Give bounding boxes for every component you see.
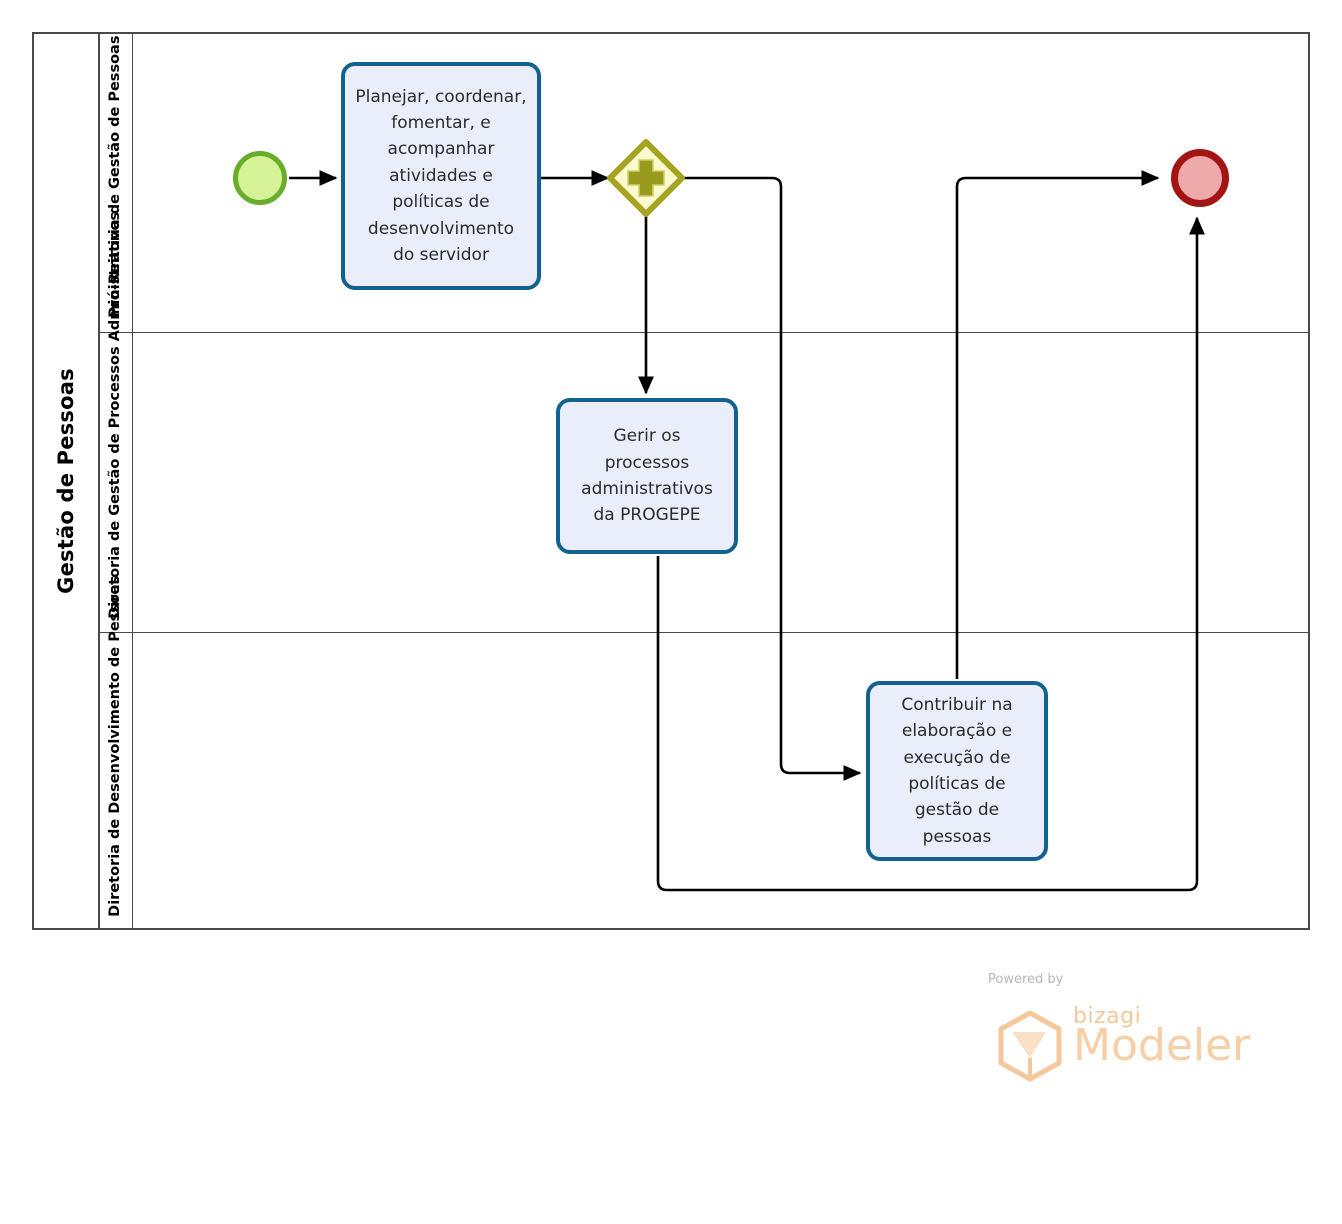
lane-label-desenvolvimento: Diretoria de Desenvolvimento de Pessoas [107,575,124,917]
end-event[interactable] [1171,149,1229,207]
watermark-product: Modeler [1073,1020,1251,1071]
task-contribuir-label: Contribuir na elaboração e execução de p… [901,694,1013,847]
pool-title: Gestão de Pessoas [54,368,78,594]
watermark-powered-by: Powered by [988,972,1064,987]
task-planejar-label: Planejar, coordenar, fomentar, e acompan… [355,86,527,265]
lane-pro-reitoria[interactable]: Pró-Reitoria de Gestão de Pessoas [100,34,1310,332]
task-planejar[interactable]: Planejar, coordenar, fomentar, e acompan… [341,62,541,290]
lane-header-gestao-processos: Diretoria de Gestão de Processos Adminis… [100,212,133,632]
pool-header: Gestão de Pessoas [34,34,100,928]
lane-desenvolvimento[interactable]: Diretoria de Desenvolvimento de Pessoas [100,575,1310,928]
task-gerir[interactable]: Gerir os processos administrativos da PR… [556,398,738,554]
lane-header-pro-reitoria: Pró-Reitoria de Gestão de Pessoas [100,34,133,332]
start-event[interactable] [233,151,287,205]
bizagi-hexagon-logo-icon [998,1010,1062,1082]
lane-header-desenvolvimento: Diretoria de Desenvolvimento de Pessoas [100,575,133,928]
parallel-gateway[interactable] [606,138,686,218]
watermark-brand: bizagi [1073,1004,1142,1029]
task-contribuir[interactable]: Contribuir na elaboração e execução de p… [866,681,1048,861]
task-gerir-label: Gerir os processos administrativos da PR… [581,426,713,526]
parallel-gateway-icon [607,139,685,217]
bizagi-watermark: Powered by bizagi Modeler [988,972,1258,1082]
